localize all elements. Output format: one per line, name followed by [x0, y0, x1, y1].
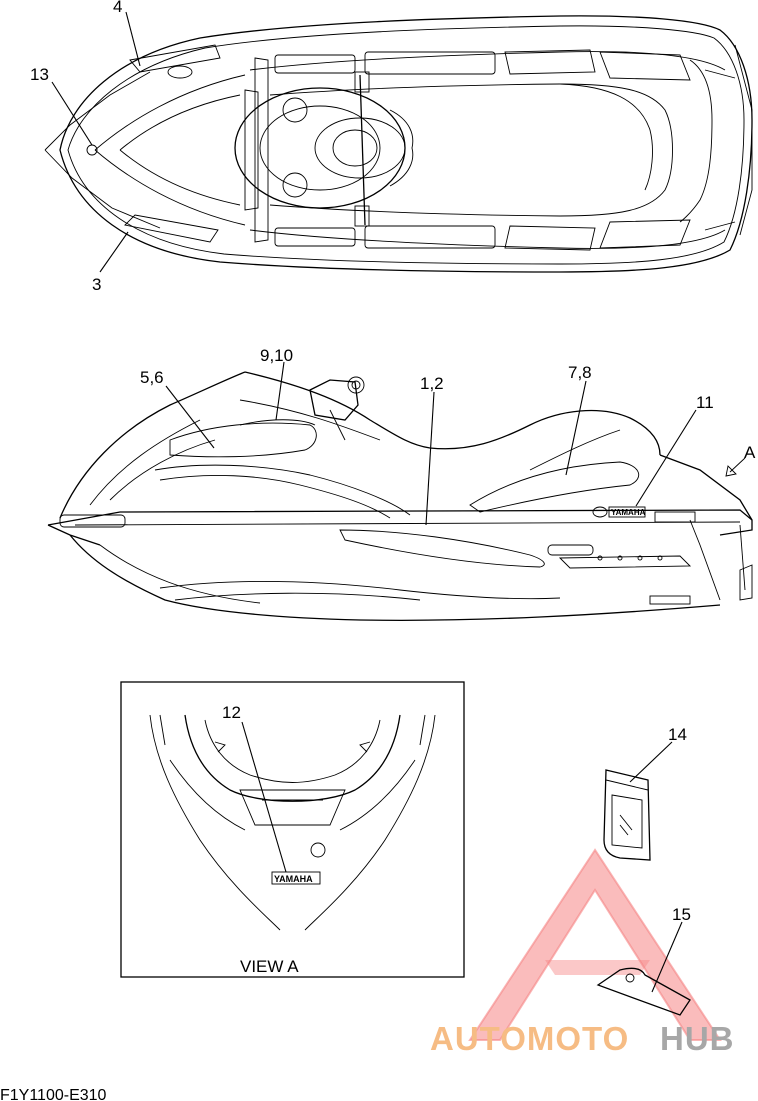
part-15-bag [596, 967, 691, 1016]
callout-5-6: 5,6 [140, 368, 164, 387]
view-a-title: VIEW A [240, 957, 299, 976]
callout-11: 11 [696, 393, 714, 412]
callout-12: 12 [222, 703, 241, 722]
diagram-code: F1Y1100-E310 [0, 1087, 107, 1101]
side-logo: YAMAHA [611, 508, 646, 517]
callout-9-10: 9,10 [260, 346, 293, 365]
callout-15: 15 [672, 905, 691, 924]
callout-1-2: 1,2 [420, 374, 444, 393]
callout-4: 4 [113, 0, 122, 16]
callout-3: 3 [92, 275, 101, 294]
view-a-arrow [725, 457, 746, 477]
callout-13: 13 [30, 65, 49, 84]
triangle-logo-mark [468, 848, 722, 1041]
watermark-text-hub: HUB [660, 1020, 735, 1057]
side-view-hull: YAMAHA [47, 371, 753, 621]
callout-7-8: 7,8 [568, 363, 592, 382]
callout-14: 14 [668, 725, 687, 744]
view-a-badge: YAMAHA [274, 874, 313, 884]
automotohub-logo: AUTOMOTO HUB [430, 848, 735, 1057]
callout-view-a: A [744, 443, 756, 462]
view-a-frame [120, 681, 465, 978]
part-14-bag [603, 769, 651, 861]
watermark-text-automoto: AUTOMOTO [430, 1020, 629, 1057]
top-view-hull [44, 15, 753, 273]
view-a-drawing: YAMAHA [149, 714, 436, 931]
